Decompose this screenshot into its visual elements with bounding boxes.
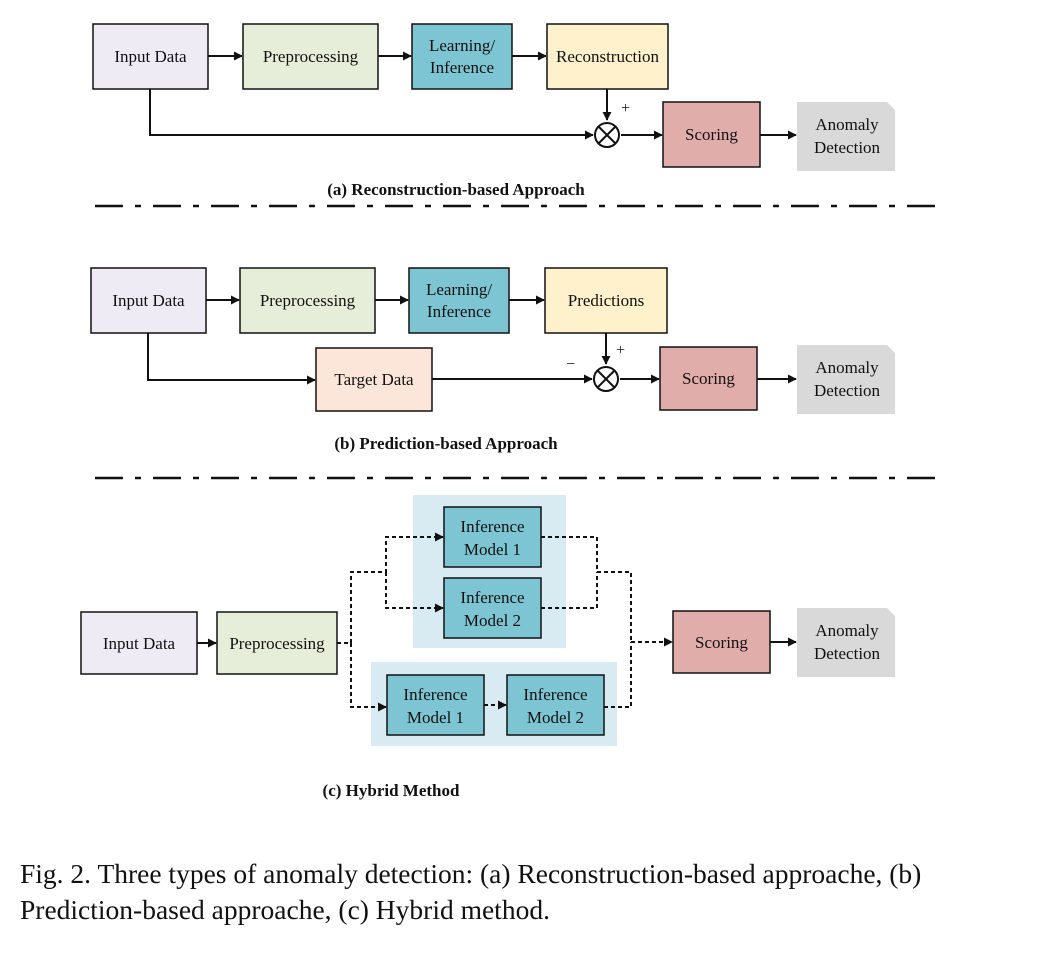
predictions-box: Predictions (544, 267, 668, 334)
panel-b-arrows (147, 295, 797, 385)
learning-label-line-1: Learning/ (426, 280, 492, 299)
multiply-operator (593, 366, 619, 392)
input-data-label: Input Data (114, 47, 187, 66)
scoring-box: Scoring (659, 346, 758, 411)
plus-sign: + (616, 342, 625, 359)
preprocessing-label: Preprocessing (260, 291, 356, 310)
plus-sign: + (621, 100, 630, 117)
panel-a: Input Data Preprocessing Learning/ Infer… (92, 23, 895, 199)
scoring-label: Scoring (695, 633, 748, 652)
input-data-label: Input Data (103, 634, 176, 653)
panel-c: Input Data Preprocessing Inference Model… (80, 495, 895, 800)
output-label-line-1: Anomaly (815, 358, 879, 377)
model-label-line-2: Model 2 (464, 611, 521, 630)
reconstruction-label: Reconstruction (556, 47, 659, 66)
minus-sign: − (566, 356, 575, 373)
model-label-line-1: Inference (523, 685, 587, 704)
parallel-inference-model-2: Inference Model 2 (443, 577, 542, 639)
reconstruction-box: Reconstruction (546, 23, 669, 90)
serial-inference-model-2: Inference Model 2 (506, 674, 605, 736)
scoring-label: Scoring (685, 125, 738, 144)
multiply-operator (594, 122, 620, 148)
panel-c-title: (c) Hybrid Method (323, 781, 460, 800)
learning-label-line-2: Inference (427, 302, 491, 321)
scoring-box: Scoring (662, 101, 761, 168)
model-label-line-2: Model 1 (464, 540, 521, 559)
target-data-box: Target Data (315, 347, 433, 412)
preprocessing-box: Preprocessing (216, 611, 338, 675)
learning-label-line-2: Inference (430, 58, 494, 77)
model-label-line-1: Inference (403, 685, 467, 704)
parallel-inference-model-1: Inference Model 1 (443, 506, 542, 568)
model-label-line-1: Inference (460, 517, 524, 536)
panel-b: Input Data Preprocessing Learning/ Infer… (90, 267, 895, 453)
input-data-label: Input Data (112, 291, 185, 310)
anomaly-detection-output: Anomaly Detection (797, 608, 895, 677)
input-data-box: Input Data (90, 267, 207, 334)
preprocessing-label: Preprocessing (263, 47, 359, 66)
preprocessing-label: Preprocessing (229, 634, 325, 653)
output-label-line-2: Detection (814, 381, 881, 400)
panel-a-title: (a) Reconstruction-based Approach (327, 180, 585, 199)
target-data-label: Target Data (334, 370, 414, 389)
model-label-line-1: Inference (460, 588, 524, 607)
output-label-line-1: Anomaly (815, 621, 879, 640)
output-label-line-1: Anomaly (815, 115, 879, 134)
input-data-box: Input Data (92, 23, 209, 90)
preprocessing-box: Preprocessing (242, 23, 379, 90)
output-label-line-2: Detection (814, 644, 881, 663)
input-data-box: Input Data (80, 611, 198, 675)
learning-label-line-1: Learning/ (429, 36, 495, 55)
anomaly-detection-diagram: Input Data Preprocessing Learning/ Infer… (80, 23, 935, 800)
panel-c-dotted-arrows (337, 532, 673, 712)
figure-caption: Fig. 2. Three types of anomaly detection… (20, 858, 922, 925)
anomaly-detection-output: Anomaly Detection (797, 345, 895, 414)
anomaly-detection-output: Anomaly Detection (797, 102, 895, 171)
preprocessing-box: Preprocessing (239, 267, 376, 334)
panel-b-title: (b) Prediction-based Approach (334, 434, 558, 453)
model-label-line-2: Model 1 (407, 708, 464, 727)
panel-a-arrows (149, 51, 797, 140)
output-label-line-2: Detection (814, 138, 881, 157)
model-label-line-2: Model 2 (527, 708, 584, 727)
scoring-box: Scoring (672, 610, 771, 674)
scoring-label: Scoring (682, 369, 735, 388)
serial-inference-model-1: Inference Model 1 (386, 674, 485, 736)
learning-inference-box: Learning/ Inference (408, 267, 510, 334)
learning-inference-box: Learning/ Inference (411, 23, 513, 90)
panel-c-solid-arrows (197, 637, 797, 648)
predictions-label: Predictions (568, 291, 645, 310)
